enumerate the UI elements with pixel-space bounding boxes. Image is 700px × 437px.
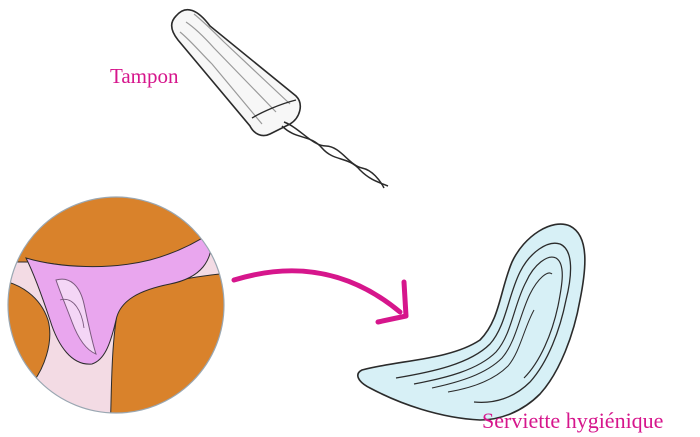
serviette-hygienique-label: Serviette hygiénique (482, 410, 663, 432)
tampon-label: Tampon (110, 66, 179, 87)
